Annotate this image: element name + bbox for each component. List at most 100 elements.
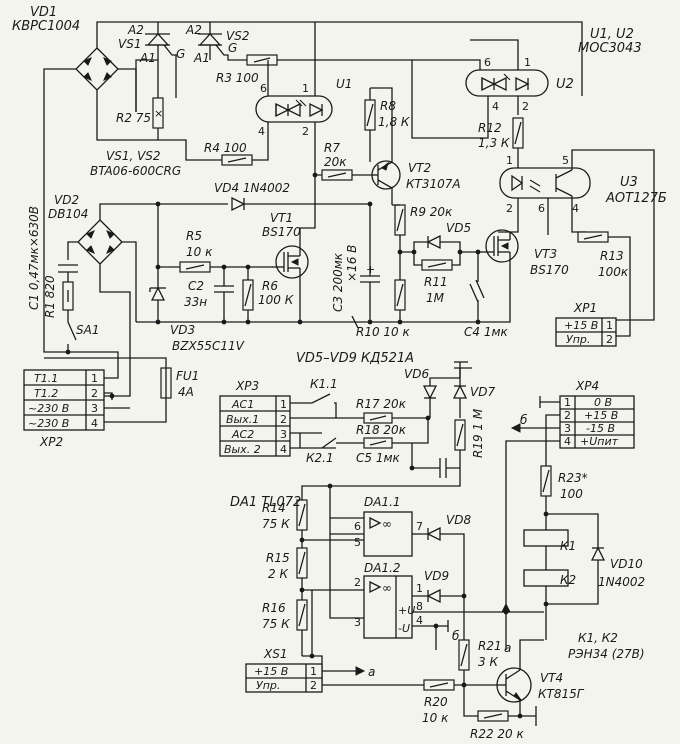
xp3-connector xyxy=(219,395,291,457)
da-pin7: 7 xyxy=(416,520,423,533)
xs1-row1-label: +15 В xyxy=(254,665,288,678)
label-da11: DA1.1 xyxy=(364,495,401,509)
da-pin6: 6 xyxy=(354,520,361,533)
label-u2-p4: 4 xyxy=(492,100,499,113)
xp3-row2-label: Вых.1 xyxy=(226,413,259,426)
xp2-pin1: 1 xyxy=(91,372,98,385)
label-da1: DA1 TL072 xyxy=(230,495,301,510)
vt1-mosfet xyxy=(270,245,309,280)
da1-2-opamp xyxy=(363,575,413,639)
vt4-transistor xyxy=(496,667,532,703)
label-u2-p6: 6 xyxy=(484,56,491,69)
label-vs-part-num: BTA06-600CRG xyxy=(90,164,181,178)
xp1-row2-label: Упр. xyxy=(566,333,590,346)
label-fu1: FU1 xyxy=(176,369,199,383)
label-u3-p6: 6 xyxy=(538,202,545,215)
xp2-pin2: 2 xyxy=(91,387,98,400)
label-g1: G xyxy=(176,47,185,61)
label-a2-1: A2 xyxy=(127,23,144,37)
label-r14: R14 xyxy=(262,501,286,515)
vd4-diode xyxy=(231,196,246,212)
label-a1-2: A1 xyxy=(193,51,210,65)
label-vd8: VD8 xyxy=(446,513,471,527)
vd2-bridge xyxy=(77,219,123,265)
label-u1: U1 xyxy=(336,77,352,91)
label-u12-part: MOC3043 xyxy=(578,41,642,56)
label-vd9: VD9 xyxy=(424,569,449,583)
xp2-row4-label: ~230 В xyxy=(28,417,69,430)
da-pin8: 8 xyxy=(416,600,423,613)
label-vd2: VD2 xyxy=(54,193,79,207)
u3-optocoupler xyxy=(499,167,591,199)
label-k12: К1, К2 xyxy=(578,631,618,645)
label-r5: R5 xyxy=(186,229,202,243)
label-r23-val: 100 xyxy=(560,487,583,501)
label-vt3: VT3 xyxy=(534,247,557,261)
c4-capacitor xyxy=(475,279,485,299)
label-vd5: VD5 xyxy=(446,221,471,235)
label-vd10-part: 1N4002 xyxy=(598,575,645,589)
label-vd2-part: DB104 xyxy=(48,207,88,221)
da1-1-opamp xyxy=(363,511,413,557)
label-xp4: XP4 xyxy=(575,379,599,393)
label-r9: R9 20к xyxy=(410,205,453,219)
label-r13: R13 xyxy=(600,249,624,263)
xp2-row3-label: ~230 В xyxy=(28,402,69,415)
label-k21: К2.1 xyxy=(306,451,334,465)
label-u1-p6: 6 xyxy=(260,82,267,95)
label-vd4: VD4 1N4002 xyxy=(214,181,290,195)
label-u2: U2 xyxy=(556,77,574,92)
vs2-triac xyxy=(198,22,245,61)
label-k12-part: РЭН34 (27В) xyxy=(568,647,645,661)
label-u3-p4: 4 xyxy=(572,202,579,215)
xs1-pin1: 1 xyxy=(310,665,317,678)
label-b1: б xyxy=(520,413,528,427)
label-r21: R21 xyxy=(478,639,502,653)
da-minus-u: -U xyxy=(398,622,410,635)
label-vt1-part: BS170 xyxy=(262,225,301,239)
vs1-triac xyxy=(145,22,177,98)
label-r22: R22 20 к xyxy=(470,727,525,741)
label-r16-val: 75 К xyxy=(262,617,290,631)
label-c5: C5 1мк xyxy=(356,451,401,465)
label-vt2-part: КТ3107А xyxy=(406,177,461,191)
xp4-pin4: 4 xyxy=(564,435,571,448)
xp3-row4-label: Вых. 2 xyxy=(224,443,261,456)
label-xp2: XP2 xyxy=(39,435,63,449)
xp2-pin4: 4 xyxy=(91,417,98,430)
xp3-row3-label: AC2 xyxy=(231,428,254,441)
xp2-pin3: 3 xyxy=(91,402,98,415)
xp1-row1-label: +15 В xyxy=(564,319,598,332)
label-vt4: VT4 xyxy=(540,671,563,685)
label-r19: R19 1 М xyxy=(471,408,485,458)
label-u12: U1, U2 xyxy=(590,27,634,42)
vt3-mosfet xyxy=(478,229,519,266)
u2-optocoupler xyxy=(465,69,549,97)
vd6-diode xyxy=(422,385,438,400)
label-vd3-part: BZX55C11V xyxy=(172,339,245,353)
label-r3: R3 100 xyxy=(216,71,259,85)
label-vd1: VD1 xyxy=(30,5,57,20)
label-r20: R20 xyxy=(424,695,448,709)
label-r23: R23* xyxy=(558,471,588,485)
label-u2-p2: 2 xyxy=(522,100,529,113)
vd1-bridge xyxy=(75,47,119,91)
label-u3: U3 xyxy=(620,175,638,190)
label-r21-val: 3 К xyxy=(478,655,498,669)
da-pin1: 1 xyxy=(416,582,423,595)
label-r16: R16 xyxy=(262,601,286,615)
label-vt3-part: BS170 xyxy=(530,263,569,277)
xp4-connector xyxy=(559,395,635,449)
label-u1-p4: 4 xyxy=(258,125,265,138)
xp1-pin1: 1 xyxy=(606,319,613,332)
label-xp1: XP1 xyxy=(573,301,597,315)
label-r13-val: 100к xyxy=(598,265,629,279)
xp4-pin2: 2 xyxy=(564,409,571,422)
xp3-pin3: 3 xyxy=(280,428,287,441)
label-r11: R11 xyxy=(424,275,448,289)
da-pin3: 3 xyxy=(354,616,361,629)
label-a1: а xyxy=(368,665,375,679)
label-r1: R1 820 xyxy=(43,275,57,318)
label-r11-val: 1M xyxy=(426,291,445,305)
